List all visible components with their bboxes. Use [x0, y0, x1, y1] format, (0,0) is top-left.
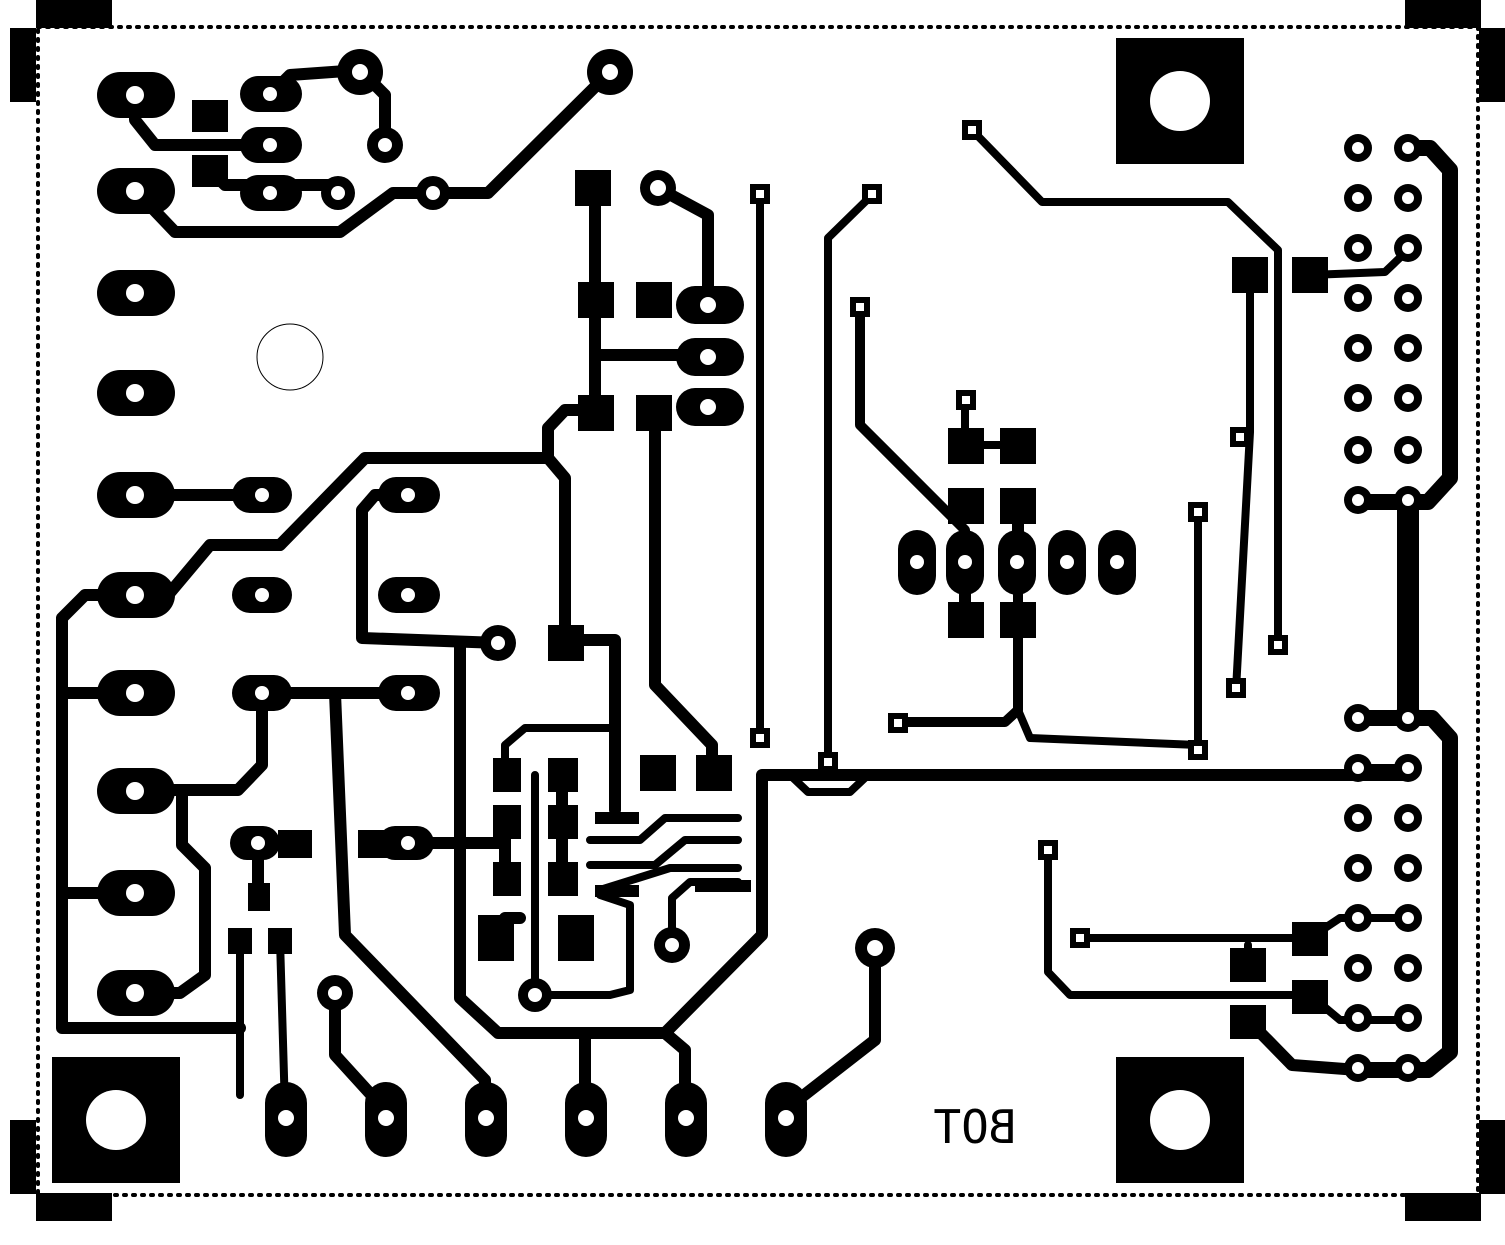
header-pin-hole	[1402, 1012, 1414, 1024]
header-pin-hole	[1402, 242, 1414, 254]
header-pin-hole	[1402, 712, 1414, 724]
header-pin-hole	[1352, 392, 1364, 404]
header-pin-hole	[1352, 242, 1364, 254]
header-pin-hole	[1402, 912, 1414, 924]
header-pin-hole	[1402, 1062, 1414, 1074]
header-pin-hole	[1352, 862, 1364, 874]
header-pin-hole	[1352, 1062, 1364, 1074]
board-outline	[36, 25, 1480, 1197]
header-pin-hole	[1352, 912, 1364, 924]
square-vias	[750, 120, 1288, 948]
header-pin-hole	[1402, 812, 1414, 824]
fiducial-circle	[256, 323, 324, 391]
header-pin-hole	[1352, 192, 1364, 204]
header-pin-hole	[1402, 962, 1414, 974]
copper-traces	[56, 64, 1458, 1116]
header-pin-hole	[1352, 142, 1364, 154]
header-pin-hole	[1352, 292, 1364, 304]
corner-tabs	[10, 0, 1505, 1221]
layer-label: BOT	[933, 1100, 1016, 1154]
header-pin-hole	[1402, 762, 1414, 774]
header-pin-hole	[1352, 1012, 1364, 1024]
mounting-holes	[52, 38, 1244, 1183]
header-pin-hole	[1402, 142, 1414, 154]
round-pads	[317, 49, 895, 1012]
header-pin-hole	[1352, 762, 1364, 774]
header-pin-hole	[1402, 444, 1414, 456]
oval-pads	[97, 72, 744, 1016]
header-pin-hole	[1352, 962, 1364, 974]
header-pin-hole	[1402, 342, 1414, 354]
header-connectors	[1344, 134, 1422, 1082]
vertical-oval-pads	[265, 530, 1136, 1157]
header-pin-hole	[1402, 392, 1414, 404]
header-pin-hole	[1352, 494, 1364, 506]
header-pin-hole	[1402, 494, 1414, 506]
header-pin-hole	[1402, 292, 1414, 304]
header-pin-hole	[1402, 192, 1414, 204]
header-pin-hole	[1352, 444, 1364, 456]
header-pin-hole	[1402, 862, 1414, 874]
header-pin-hole	[1352, 342, 1364, 354]
smd-pads	[192, 100, 1328, 1039]
header-pin-hole	[1352, 812, 1364, 824]
header-pin-hole	[1352, 712, 1364, 724]
